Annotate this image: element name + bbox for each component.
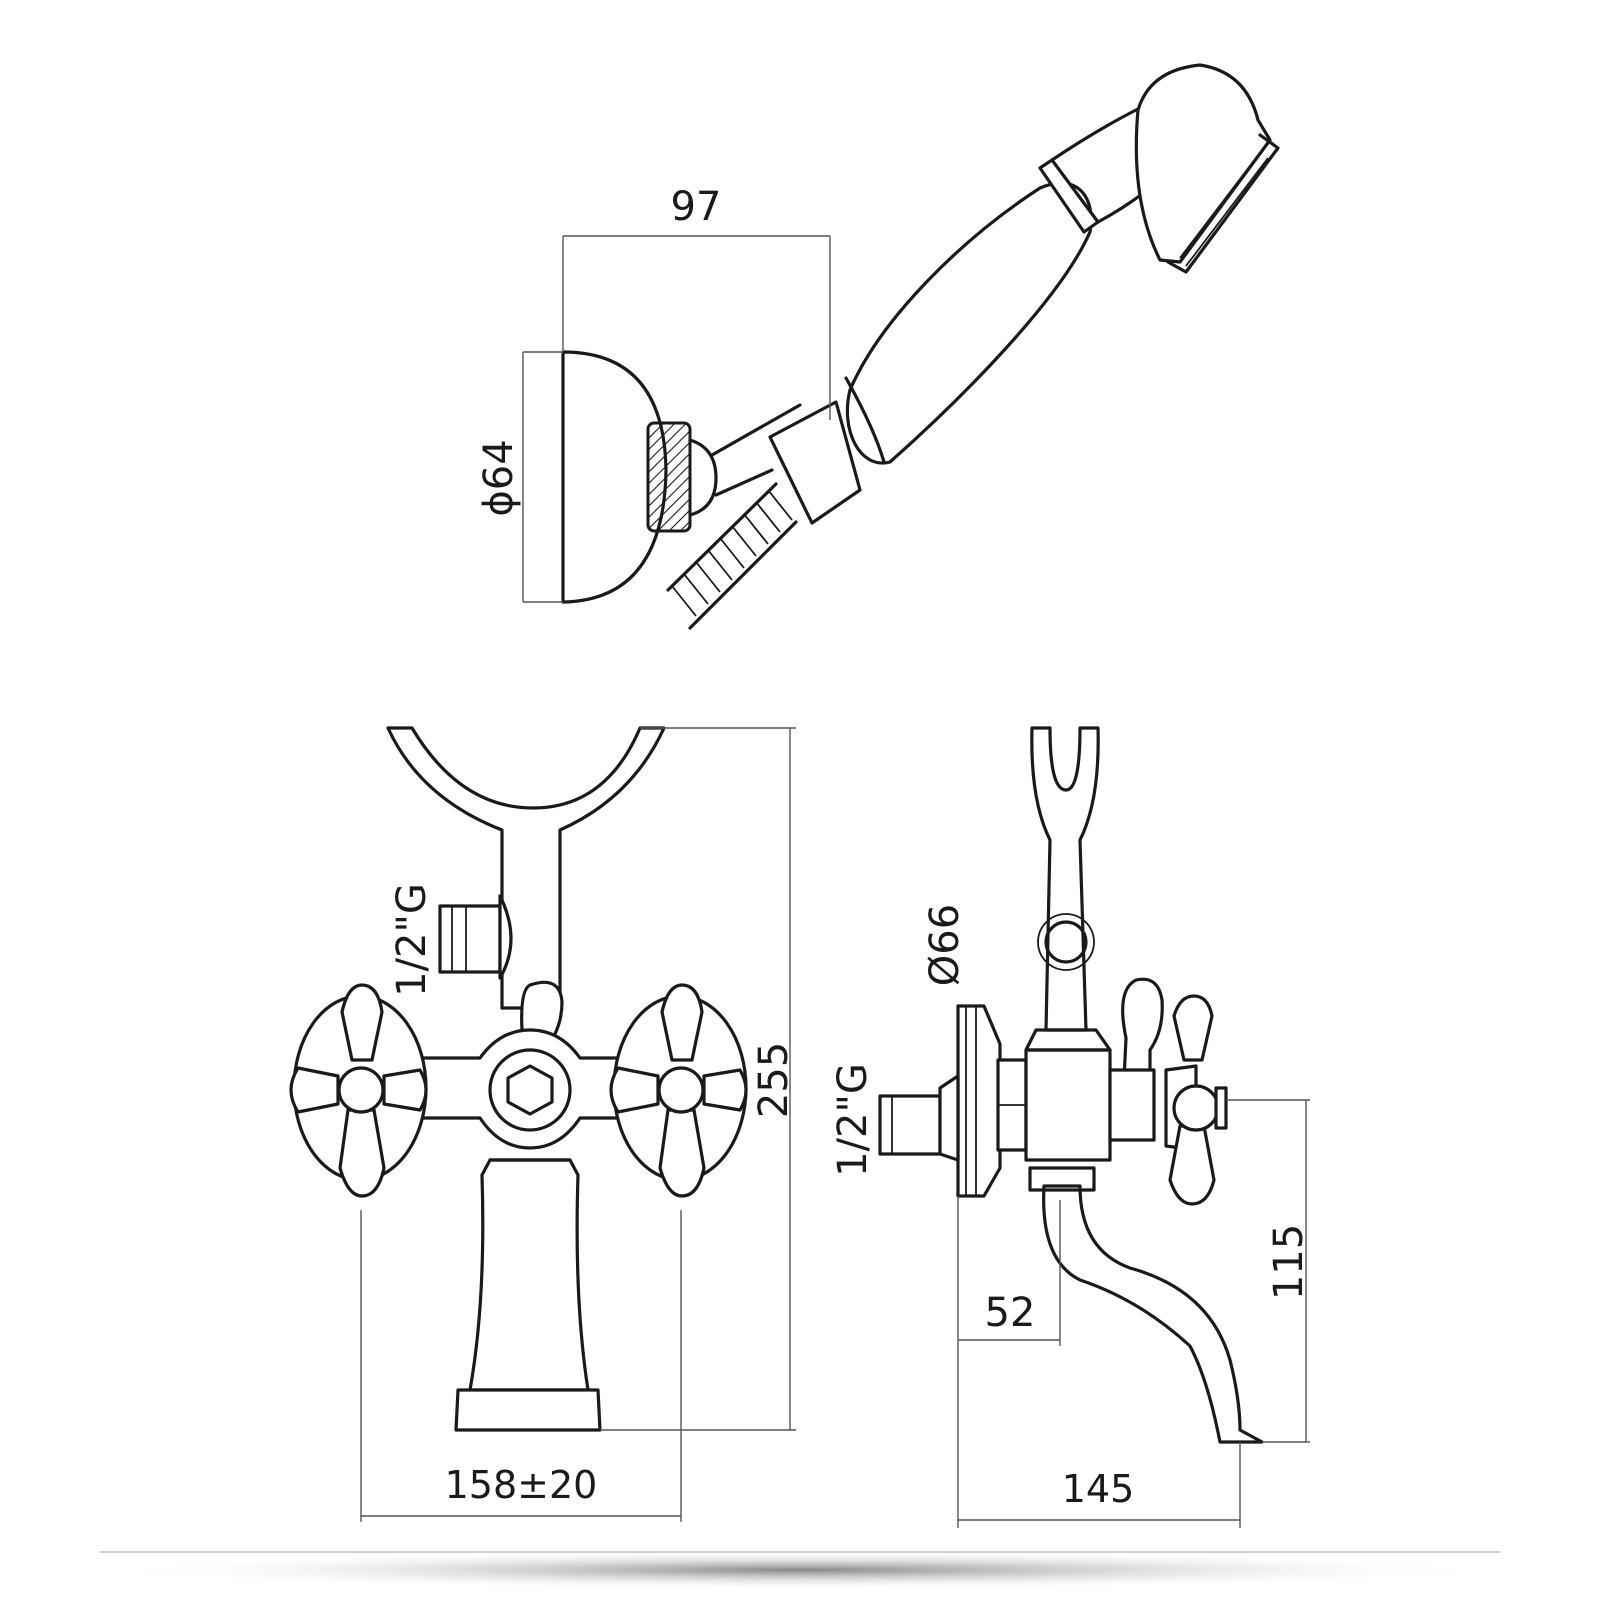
dim-holder-diameter: ϕ64 — [476, 351, 563, 603]
side-spout-collar — [1028, 1166, 1096, 1192]
dim-spout-height: 115 — [1226, 1099, 1312, 1443]
front-left-cross-left — [289, 1066, 340, 1114]
dim-158-label: 158±20 — [445, 1463, 598, 1507]
mixer-side-view: 1/2"G — [830, 726, 1264, 1444]
holder-knob — [688, 438, 718, 517]
dim-145-label: 145 — [1062, 1467, 1135, 1511]
side-spout — [1042, 1184, 1264, 1444]
side-valve-top — [1024, 1028, 1112, 1052]
side-wall-flange — [956, 1004, 1002, 1198]
dim-115-label: 115 — [1266, 1224, 1312, 1300]
shower-head-face — [1166, 133, 1280, 274]
dim-center-distance: 158±20 — [360, 1210, 682, 1522]
dim-flange-diameter: Ø66 — [922, 904, 968, 986]
side-diverter-lever — [1121, 977, 1164, 1082]
front-right-cross-left — [609, 1066, 660, 1114]
side-thread-connector — [878, 1074, 960, 1162]
holder-arm — [710, 403, 802, 497]
dim-255-label: 255 — [751, 1042, 797, 1118]
shower-head — [1134, 63, 1272, 264]
front-left-cap — [337, 1066, 385, 1114]
side-cross-handle — [1164, 994, 1228, 1206]
front-thread-label: 1/2"G — [389, 883, 435, 997]
mixer-front-view: 1/2"G — [289, 726, 748, 1432]
dim-total-height: 255 — [600, 727, 797, 1431]
dim-phi66-label: Ø66 — [922, 904, 968, 986]
dim-phi64-label: ϕ64 — [476, 439, 522, 516]
ground-shadow — [100, 1550, 1500, 1590]
side-lever-bonnet — [1108, 1068, 1156, 1142]
shower-hose — [666, 482, 798, 630]
front-left-cross-top — [340, 983, 384, 1062]
front-left-cross-right — [382, 1068, 428, 1112]
dim-spout-length: 145 — [958, 1442, 1241, 1528]
holder-knurled-ring — [646, 421, 692, 533]
dim-holder-width: 97 — [562, 184, 831, 420]
side-fork-holder — [1030, 726, 1100, 1032]
dim-97-label: 97 — [671, 184, 722, 230]
dim-spout-offset: 52 — [957, 1196, 1061, 1528]
dim-52-label: 52 — [985, 1290, 1036, 1336]
front-left-handle — [289, 983, 428, 1198]
front-right-cross-bottom — [658, 1108, 706, 1198]
front-thread-connector — [438, 894, 513, 980]
front-right-cross-right — [702, 1068, 748, 1112]
front-right-cap — [657, 1066, 705, 1114]
side-thread-label: 1/2"G — [830, 1063, 876, 1177]
front-hex-nut — [506, 1064, 554, 1116]
side-holder-hole — [1044, 920, 1088, 964]
hand-shower-view — [561, 63, 1280, 630]
holder-cradle — [768, 400, 862, 525]
shower-handle — [845, 181, 1093, 465]
side-holder-hole-ring — [1037, 913, 1095, 971]
shower-handle-collar-low — [844, 376, 886, 464]
front-left-cross-bottom — [338, 1108, 386, 1198]
front-center-ring — [488, 1048, 572, 1132]
front-spout-base — [454, 1388, 602, 1432]
side-valve-body — [1024, 1048, 1112, 1162]
front-right-handle — [609, 983, 748, 1198]
front-right-cross-top — [660, 983, 704, 1062]
front-spout-column — [468, 1158, 590, 1392]
